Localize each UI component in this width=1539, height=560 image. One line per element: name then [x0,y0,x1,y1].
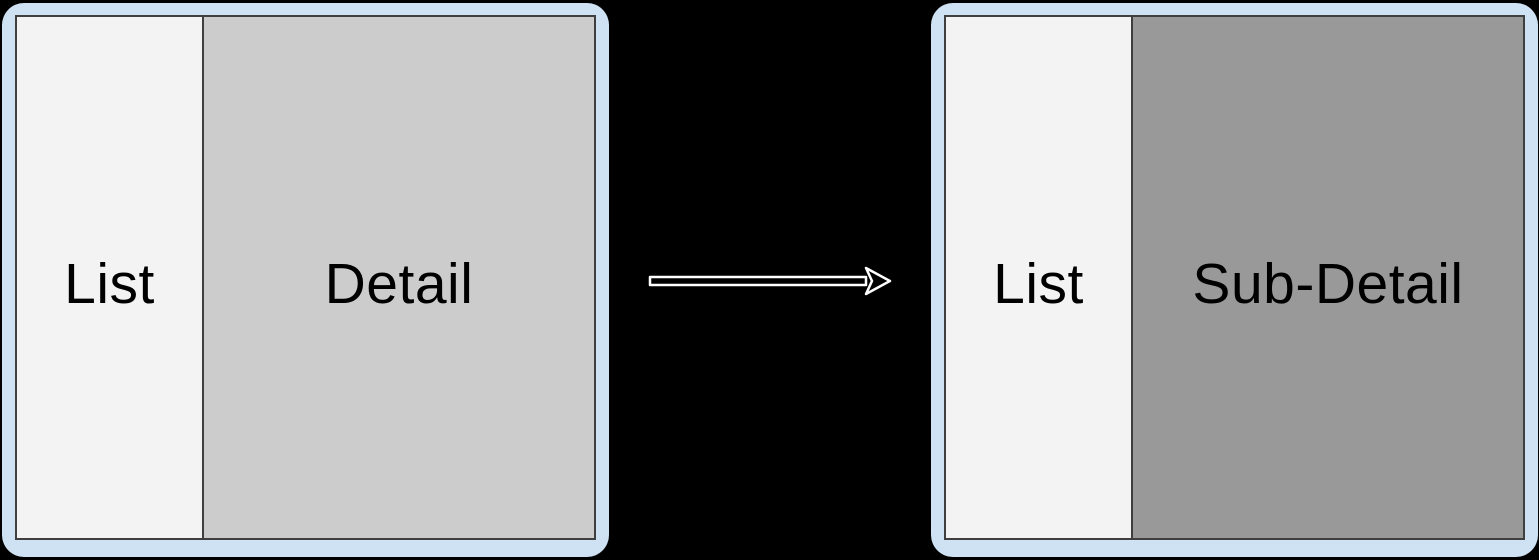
after-sub-detail-pane: Sub-Detail [1133,17,1523,538]
before-screen-frame: List Detail [2,3,609,557]
before-detail-pane: Detail [204,17,594,538]
before-list-pane-label: List [64,252,155,316]
after-screen: List Sub-Detail [944,15,1525,540]
after-screen-frame: List Sub-Detail [931,3,1538,557]
before-detail-pane-label: Detail [324,252,474,316]
before-screen: List Detail [15,15,596,540]
before-list-pane: List [17,17,204,538]
after-sub-detail-pane-label: Sub-Detail [1192,252,1464,316]
after-list-pane-label: List [993,252,1084,316]
transition-arrow-icon [648,258,892,304]
after-list-pane: List [946,17,1133,538]
